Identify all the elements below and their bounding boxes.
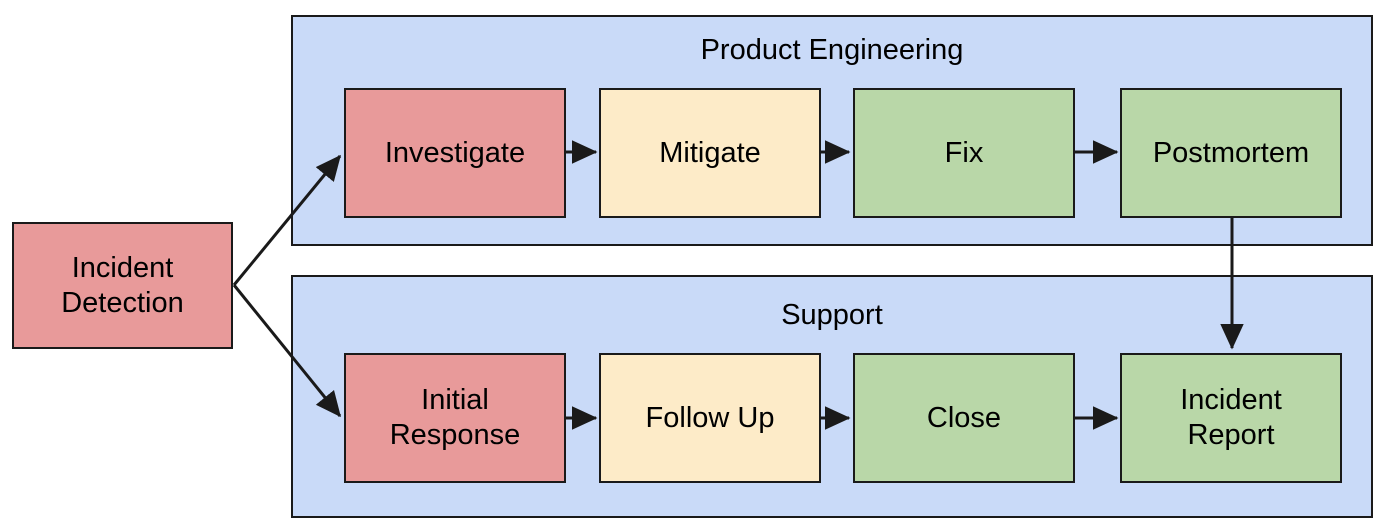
node-label-mitigate: Mitigate	[659, 136, 761, 169]
node-label-initial-response: Initial Response	[389, 384, 521, 451]
node-label-investigate: Investigate	[384, 136, 526, 169]
node-initial-response[interactable]: Initial Response	[344, 353, 566, 483]
node-investigate[interactable]: Investigate	[344, 88, 566, 218]
node-fix[interactable]: Fix	[853, 88, 1075, 218]
node-label-incident-report: Incident Report	[1180, 384, 1282, 451]
swimlane-title-product-engineering: Product Engineering	[700, 34, 964, 66]
swimlane-title-support: Support	[781, 299, 883, 331]
node-incident-report[interactable]: Incident Report	[1120, 353, 1342, 483]
node-label-close: Close	[926, 401, 1002, 434]
node-incident-detection[interactable]: Incident Detection	[12, 222, 233, 349]
node-label-follow-up: Follow Up	[645, 401, 775, 434]
node-label-postmortem: Postmortem	[1152, 136, 1310, 169]
node-close[interactable]: Close	[853, 353, 1075, 483]
node-follow-up[interactable]: Follow Up	[599, 353, 821, 483]
node-mitigate[interactable]: Mitigate	[599, 88, 821, 218]
node-postmortem[interactable]: Postmortem	[1120, 88, 1342, 218]
node-label-fix: Fix	[944, 136, 984, 169]
node-label-incident-detection: Incident Detection	[61, 251, 184, 319]
